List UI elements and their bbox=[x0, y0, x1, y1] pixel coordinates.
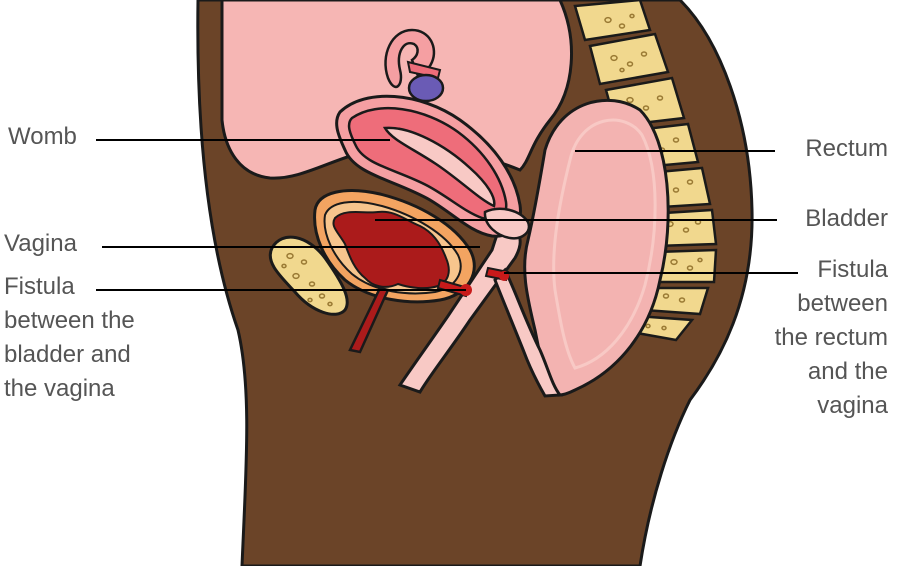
fistula-bv-line-3: bladder and bbox=[4, 341, 131, 368]
fistula-rv-label: Fistula between the rectum and the vagin… bbox=[775, 256, 889, 419]
fistula-rv-line-2: between bbox=[797, 290, 888, 317]
fistula-bv-line-1: Fistula bbox=[4, 273, 75, 300]
cervix bbox=[483, 207, 531, 240]
fistula-bv-line-4: the vagina bbox=[4, 375, 115, 402]
womb-cavity bbox=[382, 126, 496, 208]
fistula-rv-line-4: and the bbox=[808, 358, 888, 385]
fistula-rv-line-3: the rectum bbox=[775, 324, 888, 351]
ovary bbox=[407, 73, 445, 103]
rectum-label: Rectum bbox=[805, 135, 888, 162]
womb-label: Womb bbox=[8, 123, 77, 150]
rectal-canal bbox=[493, 267, 563, 398]
pubic-bone bbox=[268, 235, 349, 316]
vagina-label: Vagina bbox=[4, 230, 78, 257]
vagina-canal bbox=[397, 223, 522, 394]
pubic-bone-spots bbox=[281, 252, 333, 307]
fistula-bv-line-2: between the bbox=[4, 307, 135, 334]
fistula-bv-label: Fistula between the bladder and the vagi… bbox=[4, 273, 135, 402]
fistula-rv-line-1: Fistula bbox=[817, 256, 888, 283]
fistula-rv-line-5: vagina bbox=[817, 392, 888, 419]
bladder-label: Bladder bbox=[805, 205, 888, 232]
